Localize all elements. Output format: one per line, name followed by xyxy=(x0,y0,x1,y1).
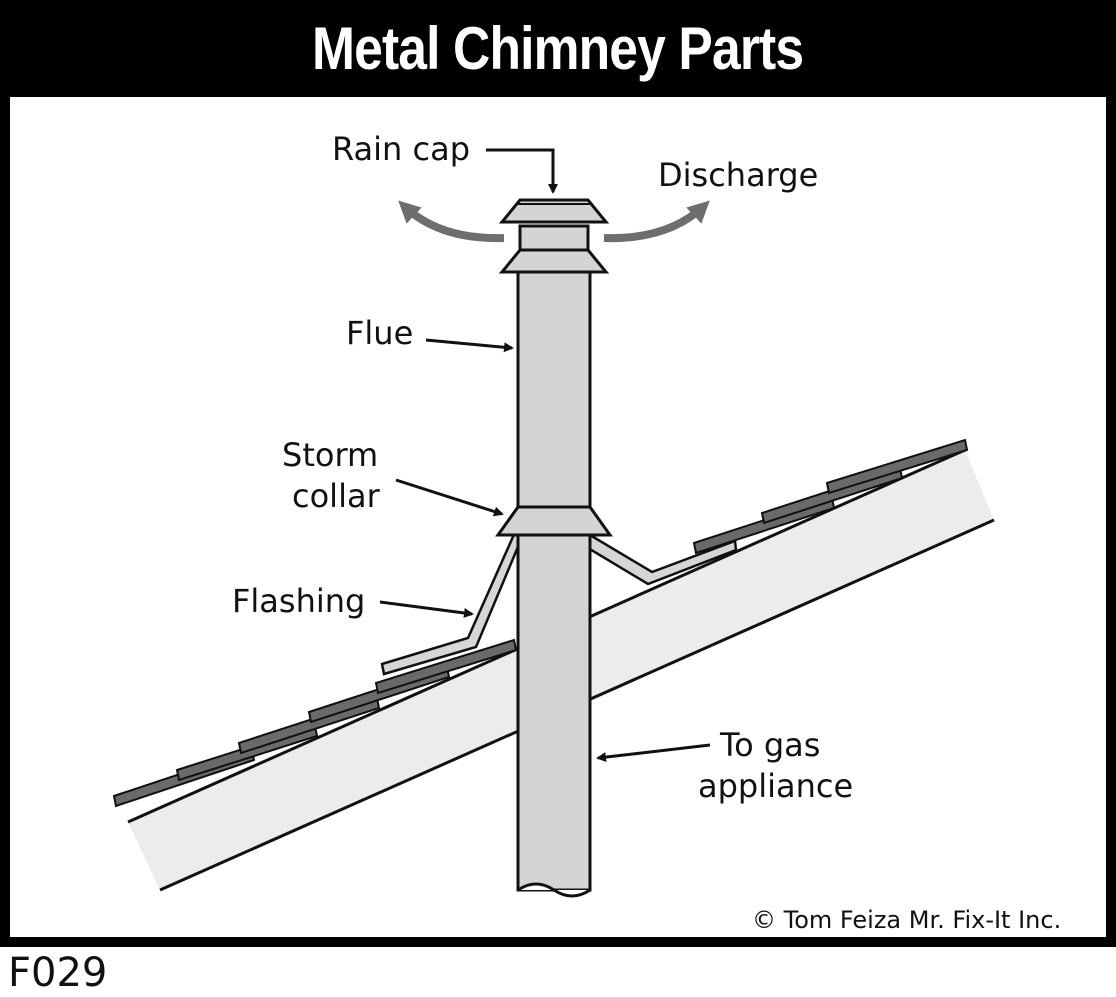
figure-code: F029 xyxy=(8,950,108,996)
discharge-arrow-left xyxy=(398,200,505,243)
rain-cap-top xyxy=(498,198,610,224)
rain-cap-lower xyxy=(498,248,610,274)
to-gas-pointer xyxy=(596,743,711,763)
copyright-text: © Tom Feiza Mr. Fix-It Inc. xyxy=(752,906,1061,934)
right-shingles xyxy=(692,438,969,555)
discharge-arrow-right xyxy=(603,200,710,243)
label-discharge: Discharge xyxy=(658,156,818,194)
rain-cap-pointer xyxy=(486,148,558,194)
label-rain-cap: Rain cap xyxy=(332,130,470,168)
storm-collar xyxy=(495,505,613,537)
label-appliance: appliance xyxy=(698,767,853,805)
label-flashing: Flashing xyxy=(232,582,365,620)
flue-pipe-cut xyxy=(517,882,591,898)
rain-cap-body xyxy=(518,224,590,252)
left-shingles xyxy=(112,638,518,808)
storm-collar-pointer xyxy=(395,478,504,517)
label-flue: Flue xyxy=(346,314,413,352)
diagram-frame xyxy=(0,97,1116,947)
label-to-gas: To gas xyxy=(719,726,820,764)
flue-pipe xyxy=(516,268,592,892)
label-collar: collar xyxy=(292,477,381,515)
flashing-pointer xyxy=(379,600,474,618)
label-storm: Storm xyxy=(282,436,378,474)
title-bar: Metal Chimney Parts xyxy=(0,0,1116,97)
page-title: Metal Chimney Parts xyxy=(312,15,804,82)
flue-pointer xyxy=(425,338,514,353)
